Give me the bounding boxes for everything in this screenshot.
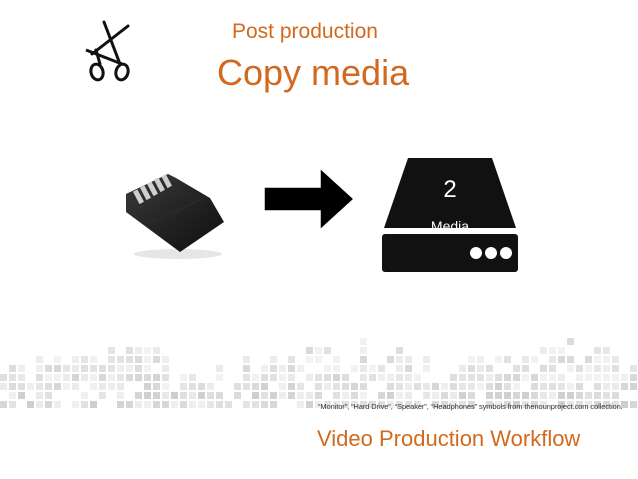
- scissors-icon: [85, 20, 130, 82]
- arrow-right-icon: [263, 166, 356, 232]
- drive-number: 2: [443, 176, 457, 203]
- sd-card-icon: [126, 174, 224, 259]
- drive-label: Media: [430, 218, 470, 234]
- icon-credit-note: “Monitor”, “Hard Drive”, “Speaker”, “Hea…: [318, 402, 623, 411]
- decorative-pixel-band: [0, 338, 637, 408]
- hard-drive-icon: [382, 158, 518, 272]
- page-title: Copy media: [217, 52, 410, 93]
- footer-title: Video Production Workflow: [317, 426, 581, 451]
- section-subtitle: Post production: [232, 20, 378, 43]
